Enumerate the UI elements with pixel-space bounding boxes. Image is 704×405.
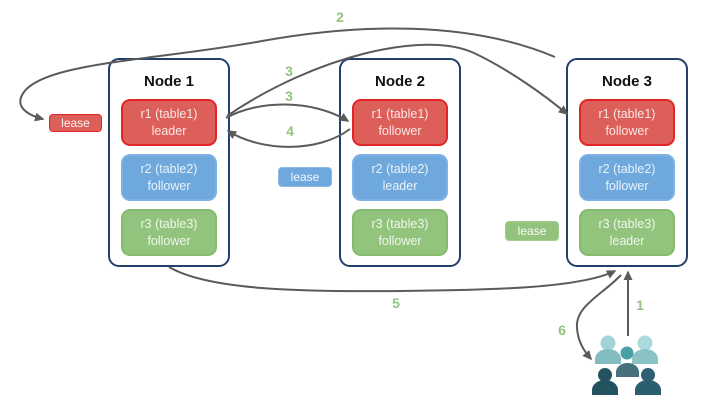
replica-role: follower xyxy=(605,123,649,138)
node1-replica-r2: r2 (table2) follower xyxy=(121,154,217,201)
step-label-1: 1 xyxy=(636,297,644,313)
users-group-icon xyxy=(592,335,661,395)
replica-role: follower xyxy=(605,178,649,193)
node-2-box: Node 2 r1 (table1) follower r2 (table2) … xyxy=(339,58,461,267)
node2-replica-r3: r3 (table3) follower xyxy=(352,209,448,256)
node-3-box: Node 3 r1 (table1) follower r2 (table2) … xyxy=(566,58,688,267)
replica-name: r2 (table2) xyxy=(371,162,429,176)
node3-replica-r1: r1 (table1) follower xyxy=(579,99,675,146)
replica-name: r1 (table1) xyxy=(140,107,198,121)
lease-badge-table2: lease xyxy=(278,167,332,187)
replica-role: leader xyxy=(151,123,187,138)
replica-name: r2 (table2) xyxy=(598,162,656,176)
step-label-5: 5 xyxy=(392,295,400,311)
node-3-title: Node 3 xyxy=(601,73,652,90)
node2-replica-r2: r2 (table2) leader xyxy=(352,154,448,201)
lease-badge-table1: lease xyxy=(49,114,102,132)
replica-role: leader xyxy=(609,233,645,248)
replica-name: r1 (table1) xyxy=(598,107,656,121)
replica-name: r1 (table1) xyxy=(371,107,429,121)
replica-name: r3 (table3) xyxy=(140,217,198,231)
arrow-step-5 xyxy=(168,266,617,293)
arrow-step-6 xyxy=(575,274,622,361)
step-label-2: 2 xyxy=(336,9,344,25)
replica-role: follower xyxy=(147,178,191,193)
node1-replica-r3: r3 (table3) follower xyxy=(121,209,217,256)
replica-name: r3 (table3) xyxy=(371,217,429,231)
replica-name: r3 (table3) xyxy=(598,217,656,231)
step-label-3b: 3 xyxy=(285,88,293,104)
node-2-replicas: r1 (table1) follower r2 (table2) leader … xyxy=(352,99,448,256)
node-2-title: Node 2 xyxy=(374,73,425,90)
node3-replica-r3: r3 (table3) leader xyxy=(579,209,675,256)
step-label-3a: 3 xyxy=(285,63,293,79)
replica-role: follower xyxy=(147,233,191,248)
node1-replica-r1: r1 (table1) leader xyxy=(121,99,217,146)
node-1-title: Node 1 xyxy=(143,73,194,90)
node2-replica-r1: r1 (table1) follower xyxy=(352,99,448,146)
replica-role: leader xyxy=(382,178,418,193)
node-1-replicas: r1 (table1) leader r2 (table2) follower … xyxy=(121,99,217,256)
replica-role: follower xyxy=(378,233,422,248)
replica-role: follower xyxy=(378,123,422,138)
replica-name: r2 (table2) xyxy=(140,162,198,176)
node-3-replicas: r1 (table1) follower r2 (table2) followe… xyxy=(579,99,675,256)
node-1-box: Node 1 r1 (table1) leader r2 (table2) fo… xyxy=(108,58,230,267)
lease-badge-table3: lease xyxy=(505,221,559,241)
node3-replica-r2: r2 (table2) follower xyxy=(579,154,675,201)
step-label-6: 6 xyxy=(558,322,566,338)
arrow-step-3-to-node2 xyxy=(225,103,350,122)
step-label-4: 4 xyxy=(286,123,294,139)
